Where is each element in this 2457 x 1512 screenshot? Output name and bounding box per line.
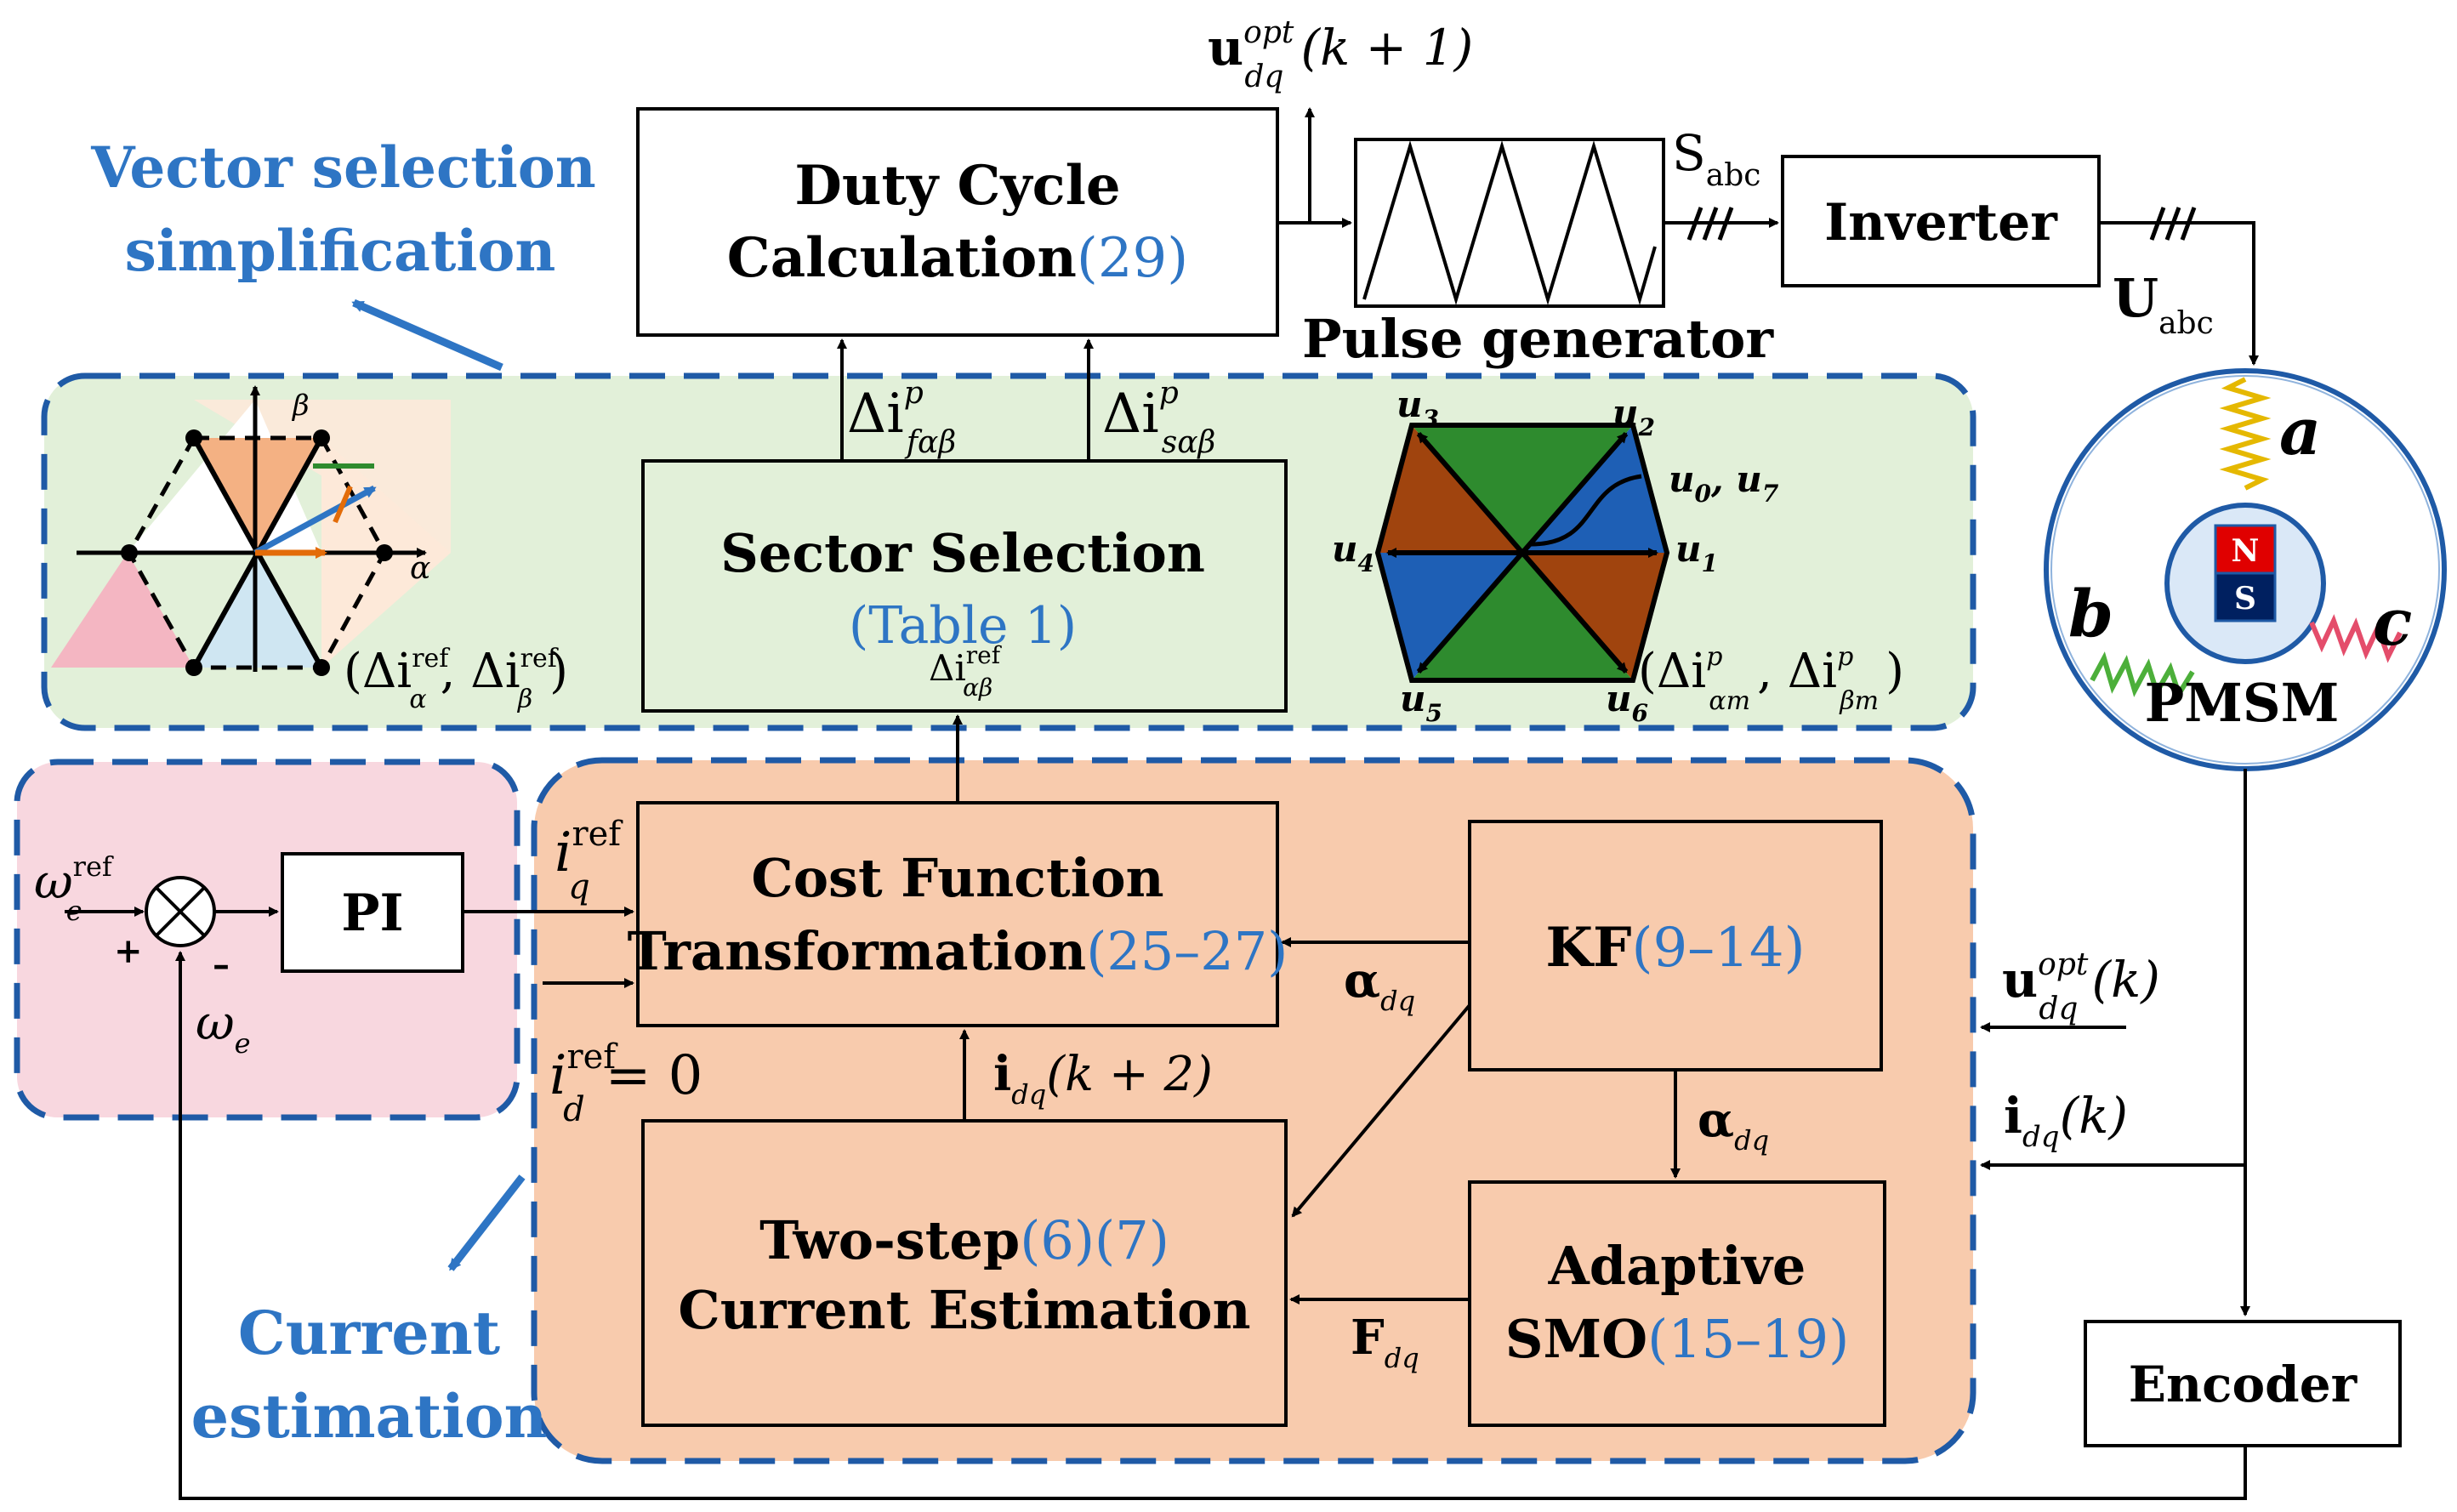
voltage-vector-hexagon: [1374, 423, 1670, 683]
duty-cycle-label-2: Calculation(29): [727, 226, 1188, 290]
phase-a-label: a: [2279, 394, 2321, 469]
idq-k-label: idq(k): [2004, 1087, 2128, 1154]
vector-selection-title-1: Vector selection: [90, 134, 596, 201]
duty-cycle-box: [636, 107, 1279, 337]
hex-beta-label: β: [291, 389, 310, 423]
u6-label: u6: [1606, 678, 1648, 727]
encoder-box: [2084, 1320, 2402, 1447]
magnet-n-label: N: [2232, 533, 2260, 569]
sector-table-ref: (Table 1): [849, 596, 1077, 656]
two-step-label-1: Two-step(6)(7): [759, 1209, 1169, 1271]
speed-control-panel: [14, 759, 520, 1121]
cost-function-label-1: Cost Function: [751, 847, 1163, 909]
adaptive-label-2: SMO(15–19): [1505, 1308, 1850, 1370]
adaptive-label-1: Adaptive: [1548, 1235, 1806, 1297]
s-abc-label: Sabc: [1672, 124, 1760, 193]
two-step-label-2: Current Estimation: [678, 1279, 1250, 1341]
inverter-label: Inverter: [1824, 193, 2058, 253]
minus-sign: –: [213, 945, 230, 985]
phase-c-label: c: [2373, 584, 2412, 660]
magnet-s-label: S: [2234, 581, 2256, 617]
plus-sign: +: [114, 931, 143, 971]
u2-label: u2: [1612, 392, 1655, 441]
cost-function-label-2: Transformation(25–27): [628, 920, 1288, 982]
coil-b: [2090, 651, 2195, 701]
coil-a: [2219, 377, 2272, 491]
encoder-label: Encoder: [2129, 1356, 2358, 1413]
hex-alpha-label: α: [410, 551, 430, 586]
two-step-box: [641, 1119, 1288, 1427]
space-vector-hexagon: β α: [51, 385, 451, 676]
u5-label: u5: [1400, 678, 1442, 727]
phase-b-label: b: [2068, 576, 2113, 651]
duty-cycle-label-1: Duty Cycle: [794, 154, 1120, 218]
current-estimation-arrow: [447, 1174, 526, 1271]
three-phase-tick-2: [2149, 207, 2197, 241]
u3-label: u3: [1396, 384, 1439, 433]
pi-label: PI: [341, 884, 403, 943]
kf-box: [1468, 820, 1883, 1071]
three-phase-tick-1: [1686, 207, 1734, 241]
u07-label: u0, u7: [1669, 458, 1779, 508]
kf-label: KF(9–14): [1545, 916, 1805, 980]
pmsm-motor: [2044, 368, 2447, 771]
sector-selection-box: [641, 459, 1288, 713]
vector-selection-arrow: [351, 298, 503, 372]
u1-label: u1: [1675, 528, 1718, 577]
vector-selection-title-2: simplification: [125, 218, 556, 284]
alpha-dq-label-2: αdq: [1698, 1092, 1769, 1157]
pmsm-label: PMSM: [2145, 672, 2340, 734]
current-estimation-title-1: Current: [238, 1298, 500, 1368]
magnet-south: [2214, 571, 2277, 622]
omega-e-label: ωe: [196, 996, 251, 1060]
current-estimation-title-2: estimation: [191, 1381, 548, 1452]
alpha-dq-label-1: αdq: [1344, 952, 1415, 1017]
idq-k2-label: idq(k + 2): [993, 1046, 1213, 1111]
u4-label: u4: [1332, 528, 1374, 577]
inverter-box: [1781, 155, 2101, 287]
triangle-wave-icon: [1362, 140, 1657, 306]
sector-selection-label: Sector Selection: [720, 522, 1205, 584]
u-abc-label: Uabc: [2113, 267, 2214, 341]
f-dq-label: Fdq: [1351, 1310, 1419, 1374]
coil-c: [2309, 614, 2403, 663]
adaptive-smo-box: [1468, 1180, 1886, 1427]
cost-function-box: [636, 801, 1279, 1027]
pulse-generator-label: Pulse generator: [1302, 308, 1774, 370]
